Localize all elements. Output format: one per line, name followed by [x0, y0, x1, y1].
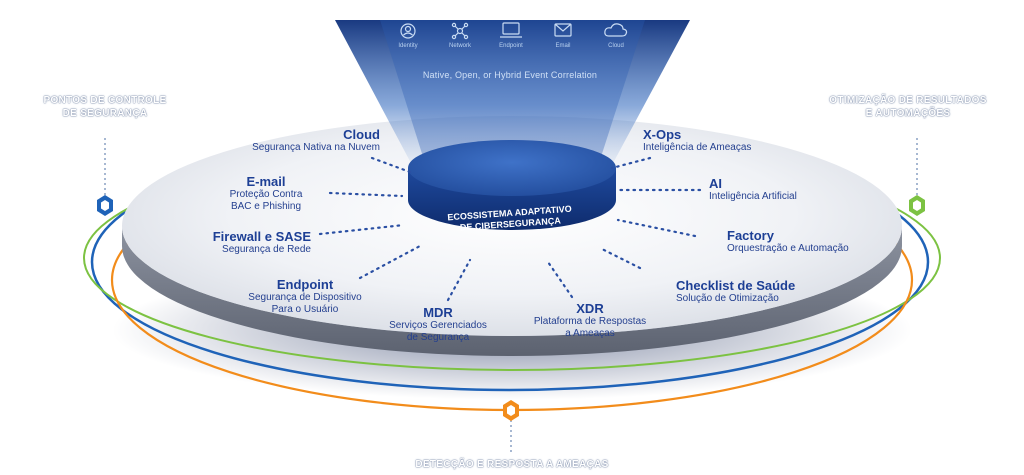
- item-subtitle: Serviços Gerenciados: [389, 320, 487, 331]
- side-label-line: DE SEGURANÇA: [62, 108, 148, 119]
- side-label-left: PONTOS DE CONTROLE DE SEGURANÇA: [20, 94, 190, 120]
- item-subtitle: Orquestração e Automação: [727, 243, 849, 254]
- item-mdr: MDR Serviços Gerenciados de Segurança: [378, 306, 498, 344]
- item-subtitle: Inteligência Artificial: [709, 191, 797, 202]
- item-title: AI: [709, 176, 722, 191]
- icon-item-cloud: Cloud: [591, 41, 641, 50]
- item-subtitle: Segurança de Rede: [222, 244, 311, 255]
- light-beam-glow: [380, 20, 645, 168]
- hex-node-right: [909, 195, 925, 216]
- item-title: Firewall e SASE: [212, 229, 311, 244]
- network-icon: [451, 22, 469, 40]
- event-correlation-text: Native, Open, or Hybrid Event Correlatio…: [422, 70, 598, 80]
- item-subtitle: BAC e Phishing: [230, 201, 302, 212]
- item-subtitle: Solução de Otimização: [676, 293, 779, 304]
- icon-item-endpoint: Endpoint: [486, 41, 536, 50]
- item-subtitle: Inteligência de Ameaças: [643, 142, 752, 153]
- cloud-icon: [604, 23, 628, 37]
- icon-item-identity: Identity: [383, 41, 433, 50]
- item-xdr: XDR Plataforma de Respostas a Ameaças: [520, 302, 660, 340]
- item-subtitle: Proteção Contra: [229, 189, 303, 200]
- icon-caption: Network: [448, 43, 471, 49]
- disc-side: [122, 226, 902, 356]
- side-label-line: OTIMIZAÇÃO DE RESULTADOS: [829, 95, 987, 106]
- identity-icon: [400, 23, 416, 39]
- side-label-right: OTIMIZAÇÃO DE RESULTADOS E AUTOMAÇÕES: [808, 94, 1008, 120]
- item-subtitle: de Segurança: [406, 332, 470, 343]
- item-checklist-saude: Checklist de Saúde Solução de Otimização: [676, 279, 795, 305]
- light-beam: [335, 20, 690, 175]
- side-label-bottom: DETECÇÃO E RESPOSTA A AMEAÇAS: [415, 459, 609, 470]
- endpoint-icon: [500, 22, 522, 38]
- item-subtitle: Para o Usuário: [271, 304, 339, 315]
- icon-caption: Email: [555, 43, 571, 49]
- email-icon: [554, 23, 572, 37]
- hex-node-bottom: [503, 400, 519, 421]
- item-title: Checklist de Saúde: [676, 278, 796, 293]
- icon-caption: Identity: [398, 43, 418, 49]
- item-firewall-sase: Firewall e SASE Segurança de Rede: [213, 230, 311, 256]
- side-label-line: E AUTOMAÇÕES: [865, 108, 951, 119]
- side-label-line: PONTOS DE CONTROLE: [43, 95, 167, 106]
- item-ai: AI Inteligência Artificial: [709, 177, 797, 203]
- item-subtitle: Segurança de Dispositivo: [248, 292, 362, 303]
- item-title: Factory: [727, 228, 774, 243]
- item-title: Cloud: [343, 127, 380, 142]
- item-title: MDR: [423, 305, 453, 320]
- icon-caption: Endpoint: [499, 43, 523, 49]
- item-factory: Factory Orquestração e Automação: [727, 229, 849, 255]
- hex-node-left: [97, 195, 113, 216]
- item-endpoint: Endpoint Segurança de Dispositivo Para o…: [245, 278, 365, 316]
- item-x-ops: X-Ops Inteligência de Ameaças: [643, 128, 751, 154]
- icon-item-email: Email: [538, 41, 588, 50]
- item-subtitle: a Ameaças: [565, 328, 615, 339]
- item-title: XDR: [576, 301, 604, 316]
- item-subtitle: Plataforma de Respostas: [533, 316, 647, 327]
- icon-caption: Cloud: [608, 43, 624, 49]
- item-title: Endpoint: [276, 277, 334, 292]
- item-subtitle: Segurança Nativa na Nuvem: [252, 142, 380, 153]
- icon-item-network: Network: [435, 41, 485, 50]
- cylinder-top: [408, 140, 616, 196]
- item-email: E-mail Proteção Contra BAC e Phishing: [216, 175, 316, 213]
- item-title: E-mail: [246, 174, 286, 189]
- item-cloud: Cloud Segurança Nativa na Nuvem: [252, 128, 380, 154]
- item-title: X-Ops: [643, 127, 682, 142]
